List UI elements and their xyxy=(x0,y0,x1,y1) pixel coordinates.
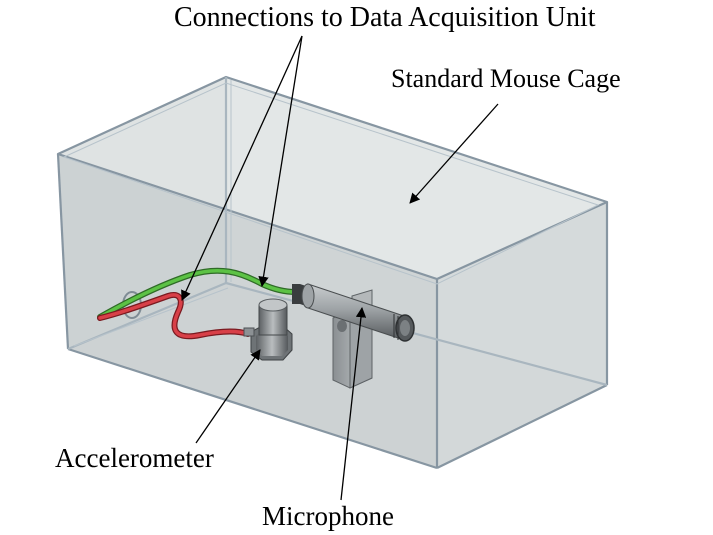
annotation-arrows xyxy=(181,35,499,501)
arrow-cage xyxy=(409,103,499,204)
arrow-microphone xyxy=(340,306,367,501)
mouse-cage xyxy=(56,75,609,470)
cage-front-panel xyxy=(58,154,437,468)
connections-label: Connections to Data Acquisition Unit xyxy=(174,2,596,33)
cage-top xyxy=(58,77,607,279)
arrow-connections-green xyxy=(258,35,303,288)
cage-label: Standard Mouse Cage xyxy=(391,64,621,93)
arrow-accelerometer xyxy=(195,349,261,444)
arrow-connections-red xyxy=(181,35,303,301)
accelerometer-label: Accelerometer xyxy=(55,443,214,473)
microphone-label: Microphone xyxy=(262,501,394,531)
accelerometer-device xyxy=(243,298,293,361)
cage-right-panel xyxy=(437,202,607,468)
